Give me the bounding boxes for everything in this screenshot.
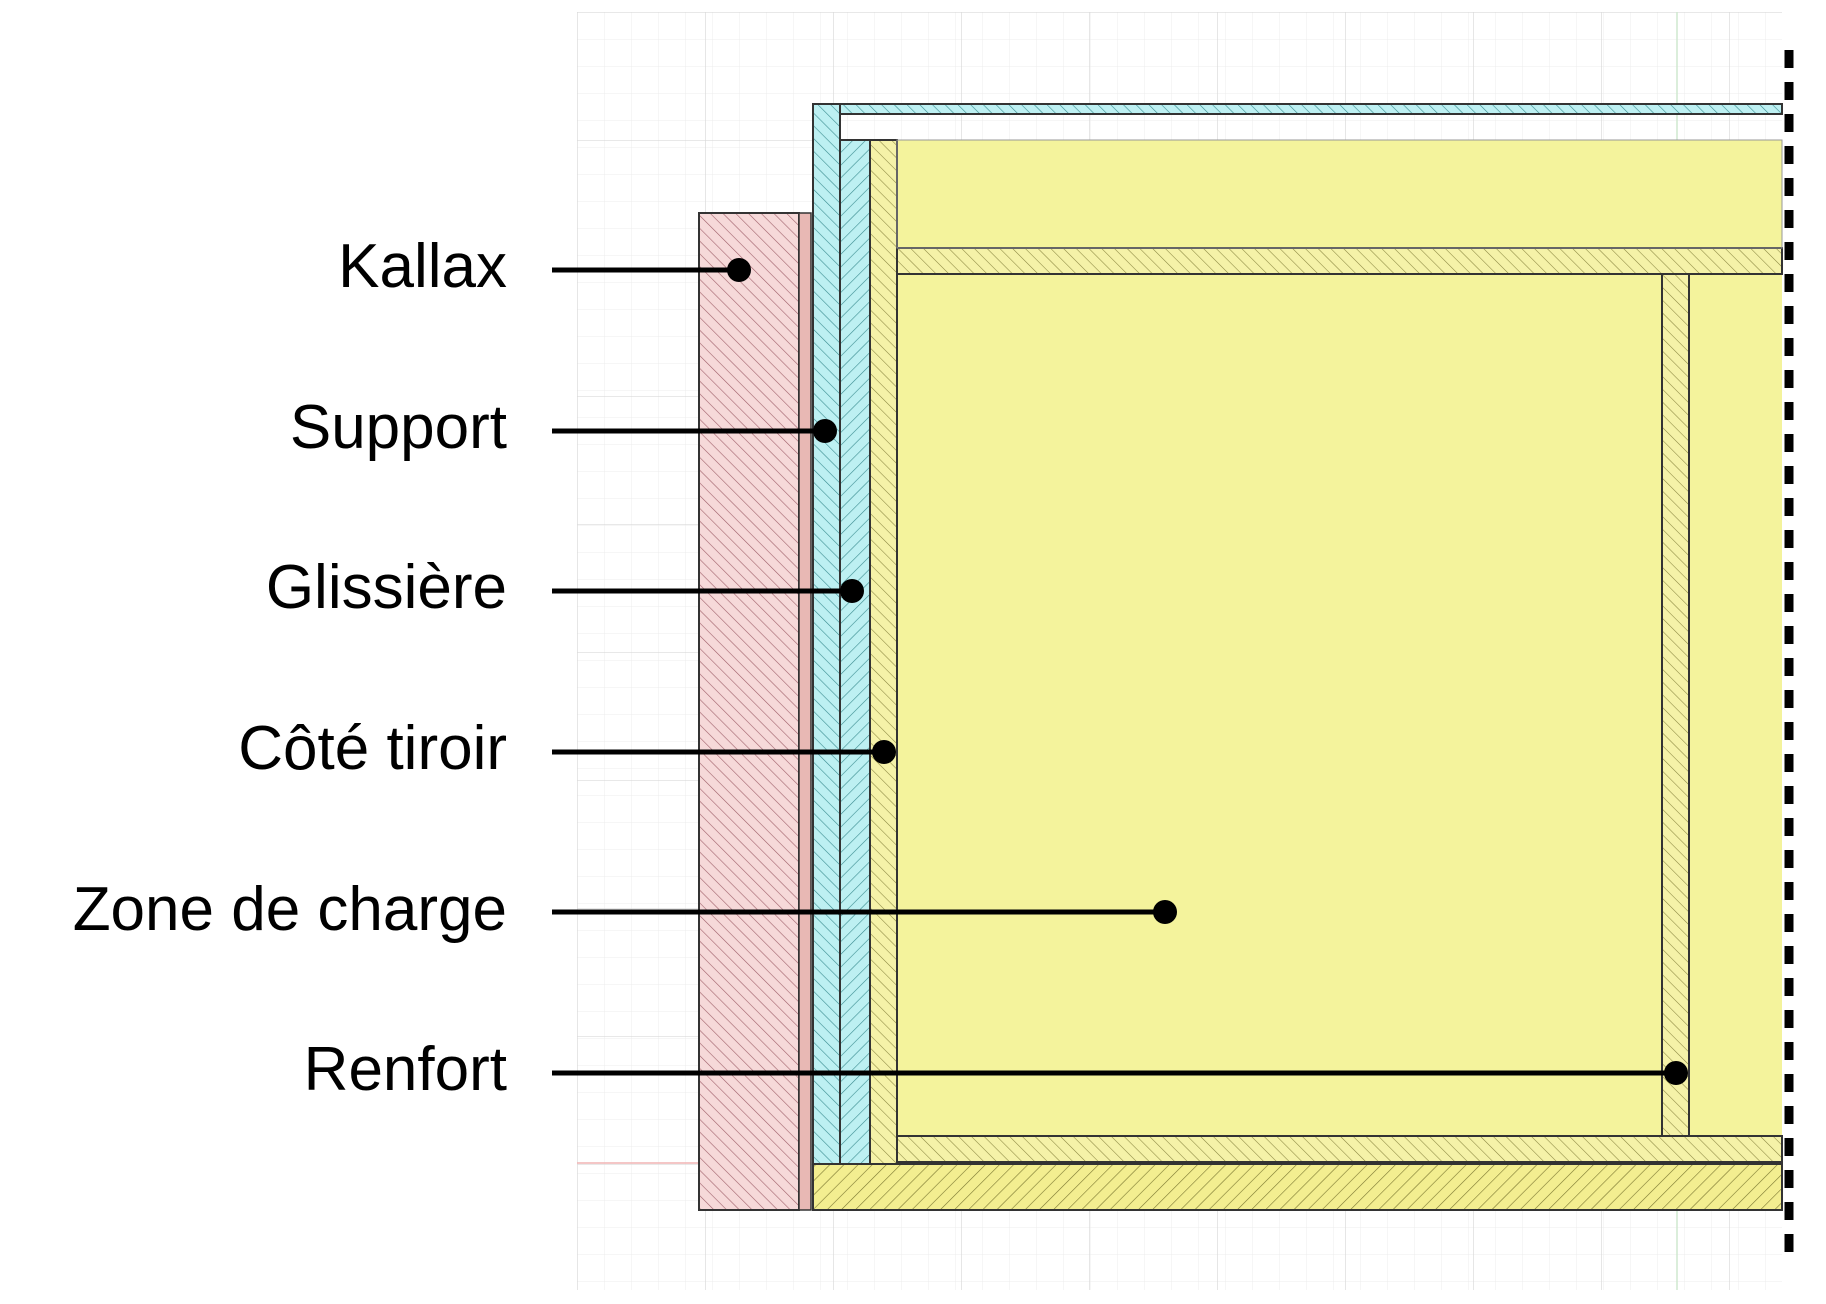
load-zone	[897, 274, 1662, 1136]
leader-dot	[727, 258, 751, 282]
label-zone-charge-text: Zone de charge	[73, 875, 507, 944]
label-cote-tiroir-text: Côté tiroir	[238, 714, 507, 783]
leader-dot	[1664, 1061, 1688, 1085]
label-renfort: Renfort	[304, 1035, 1688, 1104]
label-support-text: Support	[290, 393, 507, 462]
base-plate	[812, 1163, 1783, 1211]
label-kallax-text: Kallax	[338, 232, 507, 301]
label-zone-charge: Zone de charge	[73, 875, 1177, 944]
drawer-body	[869, 139, 1783, 1165]
label-cote-tiroir: Côté tiroir	[238, 714, 896, 783]
renfort-post	[1661, 273, 1690, 1137]
label-glissiere-text: Glissière	[266, 553, 507, 622]
leader-dot	[1153, 900, 1177, 924]
label-support: Support	[290, 393, 837, 462]
label-glissiere: Glissière	[266, 553, 864, 622]
leader-dot	[813, 419, 837, 443]
label-renfort-text: Renfort	[304, 1035, 507, 1104]
leader-dot	[872, 740, 896, 764]
kallax-panel	[698, 212, 812, 1211]
label-kallax: Kallax	[338, 232, 751, 301]
leader-dot	[840, 579, 864, 603]
glissiere-slide	[839, 139, 871, 1165]
